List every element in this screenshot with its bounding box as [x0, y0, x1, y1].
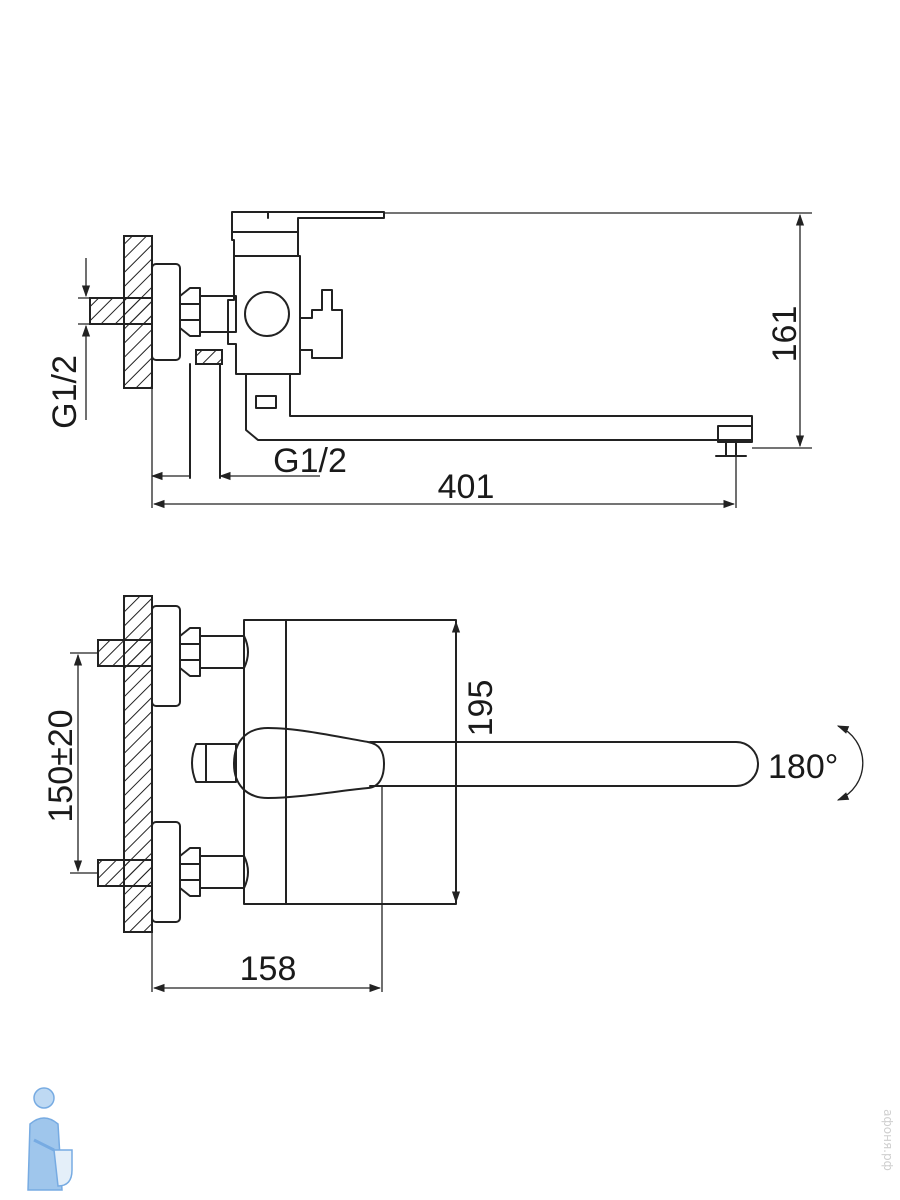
front-nut-bottom — [179, 847, 201, 897]
dim-swivel-angle: 180° — [768, 748, 838, 786]
front-connector-top — [199, 635, 249, 669]
side-view: 161 401 G1/2 G1/2 — [46, 211, 812, 509]
side-nut — [179, 287, 201, 337]
side-body — [227, 255, 301, 375]
dim-front-spacing: 150±20 — [42, 709, 80, 822]
front-nut-top — [179, 627, 201, 677]
swivel-arrow — [836, 725, 864, 801]
front-connector-bottom — [199, 855, 249, 889]
front-spout — [369, 741, 759, 787]
dim-side-length: 401 — [438, 468, 495, 506]
dim-inlet-thread-bottom: G1/2 — [273, 442, 347, 480]
dim-side-height: 161 — [766, 306, 804, 363]
side-diverter-lever — [299, 289, 343, 359]
side-handle — [231, 211, 385, 257]
side-connector — [199, 295, 237, 333]
front-lever-handle — [233, 727, 385, 799]
front-inlet-pipe-top — [97, 639, 153, 667]
side-inlet-pipe — [89, 297, 153, 325]
front-inlet-pipe-bottom — [97, 859, 153, 887]
dim-front-height: 195 — [462, 680, 500, 737]
front-escutcheon-bottom — [151, 821, 181, 923]
front-escutcheon-top — [151, 605, 181, 707]
front-body — [243, 619, 457, 905]
side-aerator — [717, 425, 753, 443]
side-escutcheon — [151, 263, 181, 361]
dim-front-depth: 158 — [240, 950, 297, 988]
watermark-text: афоня.рф — [881, 1109, 895, 1171]
front-diverter-stub — [191, 743, 237, 783]
side-shower-outlet — [195, 349, 223, 365]
plumber-mascot-icon — [27, 1087, 73, 1191]
side-spout — [245, 373, 753, 441]
dim-inlet-thread-left: G1/2 — [46, 355, 84, 429]
side-diverter-knob — [244, 291, 290, 337]
front-view: 195 150±20 158 180° — [42, 595, 864, 993]
